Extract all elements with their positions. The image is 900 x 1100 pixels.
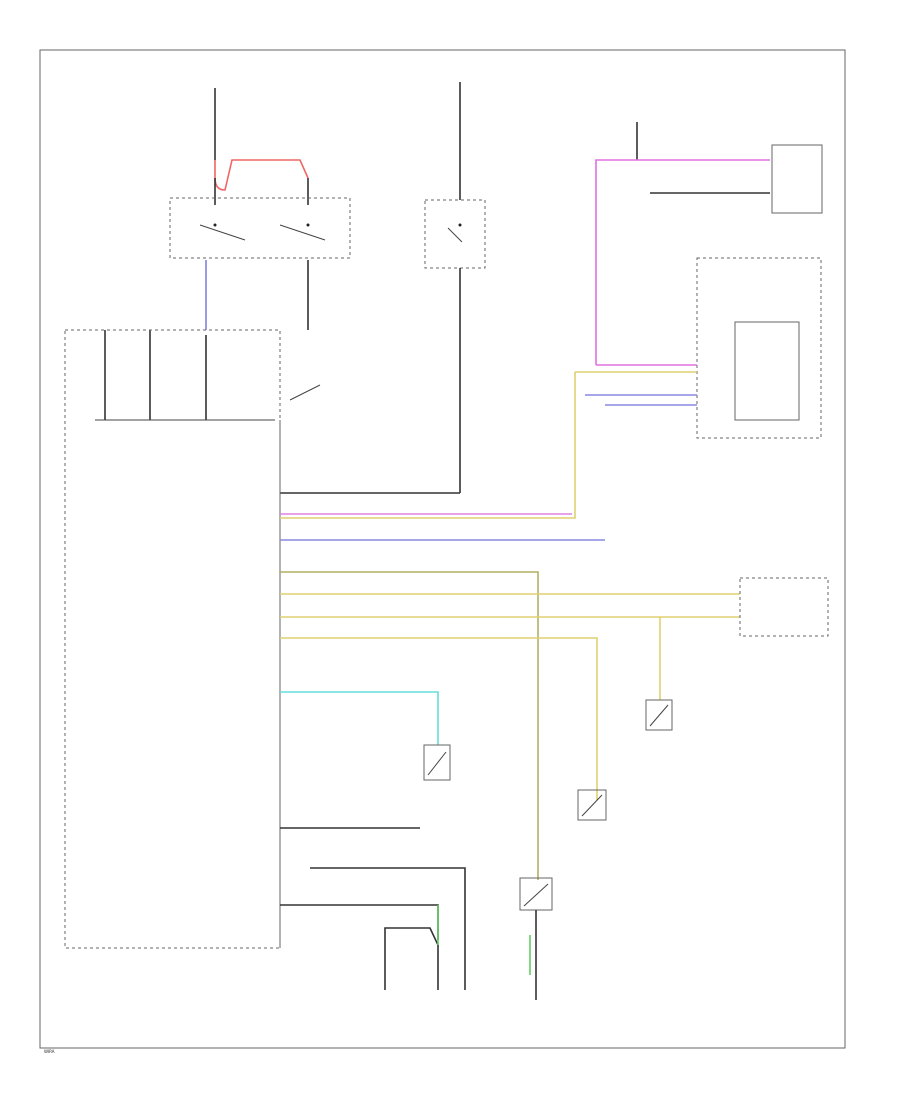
ignition-switch-section <box>95 88 351 421</box>
module-output-wires <box>280 372 740 990</box>
ignition-switch-box <box>169 197 351 259</box>
door-ajar-indicator-box <box>739 577 829 637</box>
instrument-cluster-box <box>696 257 822 439</box>
seat-belt-switch <box>519 877 553 1000</box>
figure-code: WIRA <box>44 1049 55 1054</box>
diagram-frame <box>39 49 846 1049</box>
headlamp-switch-section <box>280 82 486 494</box>
left-front-door-switch <box>645 699 673 731</box>
door-jamb-switch <box>423 744 451 781</box>
central-module-box <box>64 329 281 949</box>
central-control-module <box>64 329 281 949</box>
right-front-door-switch <box>577 789 607 821</box>
upper-right-module <box>771 144 823 214</box>
headlamp-switch-box <box>424 199 486 269</box>
instrument-cluster-section <box>575 122 823 439</box>
bottom-ground-path <box>384 905 439 990</box>
